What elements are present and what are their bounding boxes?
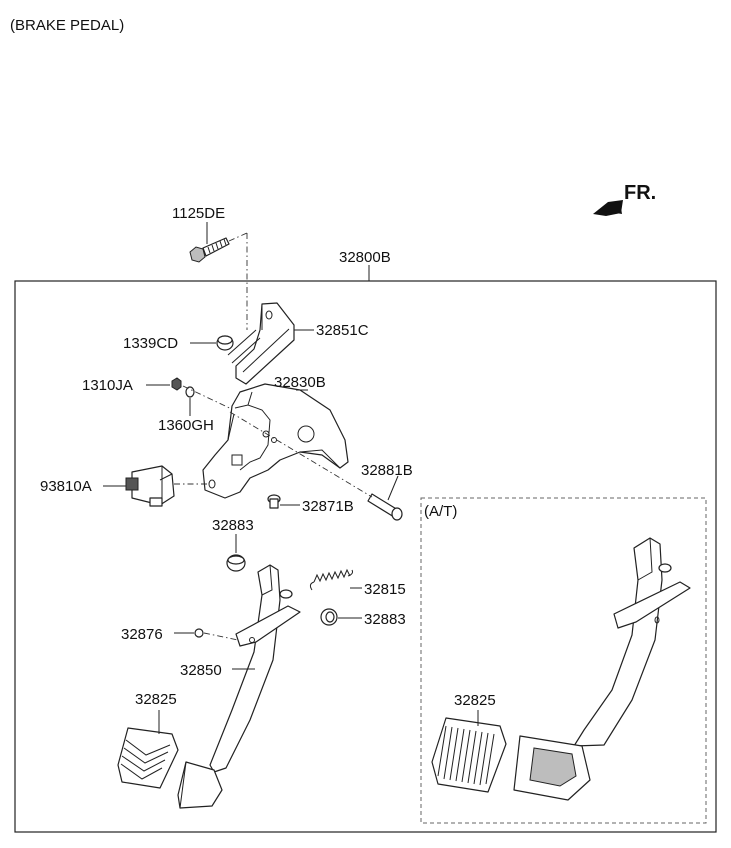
assembly-label: 32800B [339,249,391,266]
direction-label: FR. [624,182,656,204]
label-32851c: 32851C [316,322,369,339]
clip-32876 [194,628,204,638]
label-1339cd: 1339CD [123,335,178,352]
label-32881b: 32881B [361,462,413,479]
switch-93810a [125,465,175,507]
assembly-frame [14,280,717,833]
bushing-32883-right [320,608,338,626]
label-32876: 32876 [121,626,163,643]
pedal-pad-32825 [117,727,179,789]
label-32883-right: 32883 [364,611,406,628]
label-32825: 32825 [135,691,177,708]
pedal-arm-at [513,537,691,801]
label-32830b: 32830B [274,374,326,391]
inset-label: (A/T) [424,503,457,520]
label-1360gh: 1360GH [158,417,214,434]
label-32883-left: 32883 [212,517,254,534]
bushing-1339cd [216,335,234,351]
diagram-title: (BRAKE PEDAL) [10,17,124,34]
washer-1360gh [185,386,195,398]
label-1125de: 1125DE [172,205,225,222]
label-32825-at: 32825 [454,692,496,709]
pedal-arm-32850 [177,564,301,809]
label-32815: 32815 [364,581,406,598]
pin-32881b [367,493,403,521]
label-1310ja: 1310JA [82,377,133,394]
bracket-32851c [227,302,295,385]
nut-1310ja [171,377,182,391]
spring-32815 [309,568,353,591]
bracket-32830b [202,383,349,499]
pedal-pad-at [431,717,507,793]
label-93810a: 93810A [40,478,92,495]
at-inset-frame [420,497,707,824]
bolt-1125de [189,237,230,263]
bushing-32883-left [226,554,246,572]
label-32871b: 32871B [302,498,354,515]
arrow-forward-icon [593,200,623,216]
stopper-32871b [267,494,281,509]
label-32850: 32850 [180,662,222,679]
